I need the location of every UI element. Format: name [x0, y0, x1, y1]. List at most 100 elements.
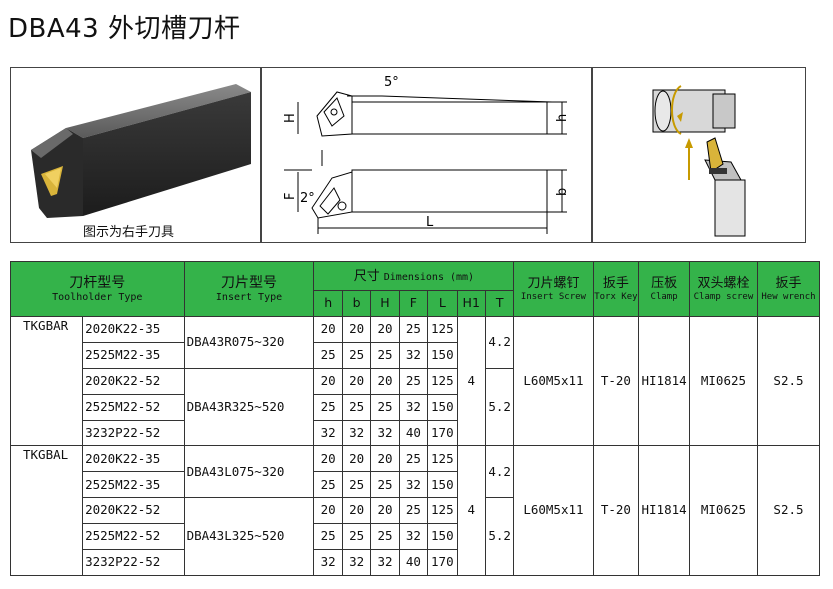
T-cell: 4.2	[484, 445, 515, 499]
table-row: 2020K22-52 DBA43R325~520 20 20 20 25 125…	[11, 367, 820, 447]
model-cell: 2020K22-52	[82, 497, 185, 525]
L-cell: 125	[427, 445, 458, 473]
h-cell: 25	[313, 393, 343, 421]
H-cell: 32	[370, 549, 400, 576]
L-cell: 150	[427, 471, 458, 499]
insert-screw-cell: L60M5x11	[513, 315, 594, 447]
b-cell: 25	[341, 471, 372, 499]
model-cell: 2525M22-52	[82, 393, 185, 421]
insert-type-header: 刀片型号 Insert Type	[183, 261, 315, 317]
model-cell: 2525M22-35	[82, 471, 185, 499]
dim-L-label: L	[426, 215, 434, 230]
model-cell: 2020K22-35	[82, 445, 185, 473]
b-cell: 25	[341, 341, 372, 369]
dim-H-label: H	[283, 113, 298, 123]
table-row: TKGBAR 2020K22-35 DBA43R075~320 20 20 20…	[9, 315, 821, 447]
model-cell: 2525M22-35	[82, 341, 185, 369]
dim-F-label: F	[283, 193, 298, 200]
b-cell: 20	[341, 445, 372, 473]
H-cell: 20	[370, 445, 400, 473]
h-cell: 25	[313, 523, 343, 551]
F-cell: 40	[398, 549, 429, 576]
clamp-screw-cell: MI0625	[688, 445, 758, 576]
F-cell: 32	[398, 393, 429, 421]
F-cell: 25	[398, 497, 429, 525]
T-cell: 5.2	[484, 497, 515, 576]
T-cell: 4.2	[484, 316, 515, 369]
table-row: 2020K22-52 DBA43L325~520 20 20 20 25 125…	[11, 497, 820, 576]
model-cell: 3232P22-52	[82, 549, 185, 576]
h-cell: 32	[313, 549, 343, 576]
b-cell: 32	[341, 549, 372, 576]
clamp-cell: HI1814	[638, 315, 690, 447]
F-cell: 32	[398, 523, 429, 551]
clamp-screw-header: 双头螺栓 Clamp screw	[688, 261, 758, 317]
toolholder-type-cell: TKGBAR	[9, 315, 84, 447]
h-cell: 20	[313, 445, 343, 473]
H1-cell: 4	[456, 445, 486, 576]
dim-col-F: F	[398, 290, 429, 317]
hew-wrench-header: 扳手 Hew wrench	[756, 261, 821, 317]
toolholder-photo: 图示为右手刀具	[10, 67, 261, 243]
h-cell: 20	[313, 497, 343, 525]
dim-col-L: L	[427, 290, 458, 317]
table-row: TKGBAL 2020K22-35 DBA43L075~320 20 20 20…	[9, 445, 821, 576]
L-cell: 170	[427, 549, 458, 576]
clamp-detail-drawing	[592, 67, 806, 243]
h-cell: 20	[313, 316, 343, 343]
torx-key-cell: T-20	[592, 315, 640, 447]
F-cell: 32	[398, 341, 429, 369]
table-row: 3232P22-52 32 32 32 40 170	[11, 419, 820, 447]
L-cell: 125	[427, 497, 458, 525]
b-cell: 32	[341, 419, 372, 447]
dim-col-H: H	[370, 290, 400, 317]
hew-wrench-cell: S2.5	[756, 315, 821, 447]
F-cell: 32	[398, 471, 429, 499]
torx-key-cell: T-20	[592, 445, 640, 576]
H-cell: 25	[370, 523, 400, 551]
toolholder-type-cell: TKGBAL	[9, 445, 84, 576]
toolholder-illustration	[31, 84, 251, 218]
figure-caption: 图示为右手刀具	[83, 225, 175, 240]
b-cell: 25	[341, 523, 372, 551]
insert-cell: DBA43R325~520	[183, 367, 315, 447]
b-cell: 25	[341, 393, 372, 421]
dim-col-b: b	[341, 290, 372, 317]
H-cell: 25	[370, 393, 400, 421]
F-cell: 25	[398, 445, 429, 473]
h-cell: 32	[313, 419, 343, 447]
L-cell: 170	[427, 419, 458, 447]
torx-key-header: 扳手 Torx Key	[592, 261, 640, 317]
F-cell: 25	[398, 316, 429, 343]
dimensions-header: 尺寸 Dimensions (mm)	[313, 261, 515, 291]
hew-wrench-cell: S2.5	[756, 445, 821, 576]
L-cell: 150	[427, 393, 458, 421]
clamp-screw-cell: MI0625	[688, 315, 758, 447]
T-cell: 5.2	[484, 367, 515, 447]
H-cell: 25	[370, 471, 400, 499]
table-row: 2525M22-35 25 25 25 32 150	[11, 341, 820, 369]
h-cell: 25	[313, 341, 343, 369]
page-title: DBA43 外切槽刀杆	[8, 14, 241, 44]
F-cell: 40	[398, 419, 429, 447]
angle-2-label: 2°	[300, 191, 315, 206]
b-cell: 20	[341, 367, 372, 395]
insert-screw-cell: L60M5x11	[513, 445, 594, 576]
model-cell: 3232P22-52	[82, 419, 185, 447]
angle-5-label: 5°	[384, 75, 399, 90]
H1-cell: 4	[456, 315, 486, 447]
dimension-drawing: 5° H h F 2° b L	[261, 67, 592, 243]
h-cell: 20	[313, 367, 343, 395]
H-cell: 32	[370, 419, 400, 447]
dim-col-h: h	[313, 290, 343, 317]
table-row: 3232P22-52 32 32 32 40 170	[11, 549, 820, 576]
insert-cell: DBA43L075~320	[183, 445, 315, 499]
insert-screw-header: 刀片螺钉 Insert Screw	[513, 261, 594, 317]
dim-col-H1: H1	[456, 290, 486, 317]
L-cell: 150	[427, 341, 458, 369]
h-cell: 25	[313, 471, 343, 499]
insert-cell: DBA43R075~320	[183, 316, 315, 369]
clamp-cell: HI1814	[638, 445, 690, 576]
model-cell: 2020K22-52	[82, 367, 185, 395]
dimension-drawing-svg: 5° H h F 2° b L	[283, 75, 570, 234]
